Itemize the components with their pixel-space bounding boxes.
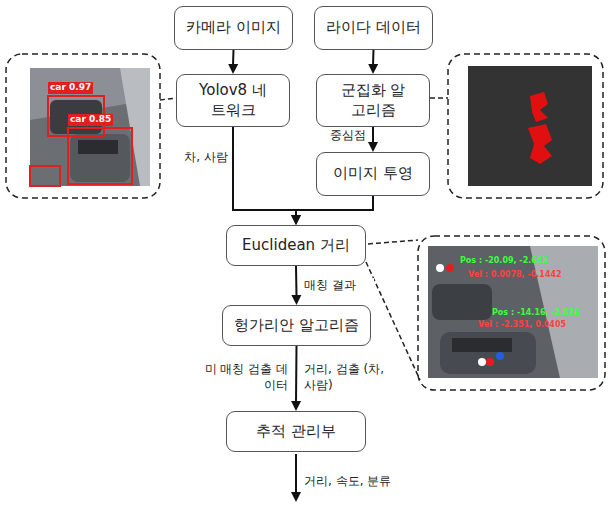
edge-label: 매칭 결과: [304, 278, 374, 294]
box-label: 헝가리안 알고리즘: [234, 316, 359, 336]
bounding-box: [30, 166, 60, 186]
flow-arrow: [233, 127, 301, 225]
image-annotation: car 0.97: [48, 82, 93, 94]
process-box: 군집화 알고리즘: [316, 74, 430, 127]
connector-line: [296, 196, 373, 216]
arrow-head: [291, 401, 301, 411]
lidar-image: [468, 66, 592, 186]
connector-line: [372, 50, 375, 65]
arrow-head: [291, 215, 301, 225]
connector-line: [295, 346, 298, 402]
box-label: 군집화 알고리즘: [335, 81, 411, 120]
flow-arrow: [368, 127, 378, 152]
image-annotation: car 0.85: [68, 114, 113, 126]
output-arrow: [295, 454, 297, 494]
process-box: 헝가리안 알고리즘: [222, 305, 371, 346]
callout-frame: [418, 236, 605, 390]
callout-leader: [430, 97, 448, 99]
process-box: 라이다 데이터: [314, 6, 433, 50]
lidar-cluster: [530, 92, 548, 122]
car-shape: [432, 284, 492, 320]
bounding-box: [68, 128, 132, 184]
callout-frame: [448, 54, 603, 198]
detection-point: [496, 352, 504, 360]
process-box: Yolov8 네트워크: [176, 74, 290, 127]
arrow-head: [228, 64, 238, 74]
projected-point: [436, 264, 444, 272]
flow-arrow: [291, 266, 301, 305]
callout-leader: [160, 98, 176, 100]
arrow-head: [368, 142, 378, 152]
edge-label: 차, 사람: [176, 150, 228, 166]
box-label: 추적 관리부: [256, 422, 336, 442]
edge-label: 거리, 검출 (차, 사람): [304, 362, 384, 393]
box-label: 라이다 데이터: [326, 18, 421, 38]
arrow-head: [291, 295, 301, 305]
track-point: [446, 264, 454, 272]
box-label: 이미지 투영: [333, 164, 413, 184]
flow-arrow: [291, 346, 301, 411]
flow-arrow: [368, 50, 378, 74]
box-label: 카메라 이미지: [186, 18, 281, 38]
matching-photo: [428, 246, 598, 378]
callout-leader: [368, 240, 418, 244]
process-box: 이미지 투영: [316, 152, 430, 196]
connector-line: [295, 266, 298, 296]
process-box: Euclidean 거리: [226, 225, 366, 266]
box-label: Euclidean 거리: [242, 236, 350, 256]
image-annotation: Vel : -2.351, 0.0405: [478, 320, 590, 330]
flow-arrow: [228, 50, 238, 74]
edge-label: 중심점: [318, 128, 366, 144]
car-shape: [440, 332, 536, 374]
process-box: 카메라 이미지: [174, 6, 293, 50]
arrow-head: [291, 492, 301, 502]
connector-line: [233, 127, 296, 216]
image-annotation: Pos : -20.09, -2.642: [460, 256, 572, 266]
process-box: 추적 관리부: [226, 411, 366, 452]
car-window: [452, 338, 512, 352]
image-annotation: Pos : -14.16, -2.826: [492, 308, 596, 318]
lidar-cluster: [528, 124, 552, 164]
connector-line: [232, 50, 235, 65]
car-window: [78, 140, 118, 154]
flow-note: 미 매칭 검출 데이터: [196, 362, 288, 393]
arrow-head: [291, 215, 301, 225]
car-shape: [70, 134, 130, 182]
flow-arrow: [291, 196, 373, 225]
track-point: [486, 358, 494, 366]
image-annotation: Vel : 0.0078, -0.1442: [468, 270, 588, 280]
camera-photo: [30, 68, 150, 186]
box-label: Yolov8 네트워크: [195, 81, 271, 120]
connector-line: [372, 127, 374, 143]
callout-frame: [6, 54, 160, 198]
flow-note: 거리, 속도, 분류: [304, 474, 424, 490]
arrow-head: [368, 64, 378, 74]
projected-point: [478, 358, 486, 366]
